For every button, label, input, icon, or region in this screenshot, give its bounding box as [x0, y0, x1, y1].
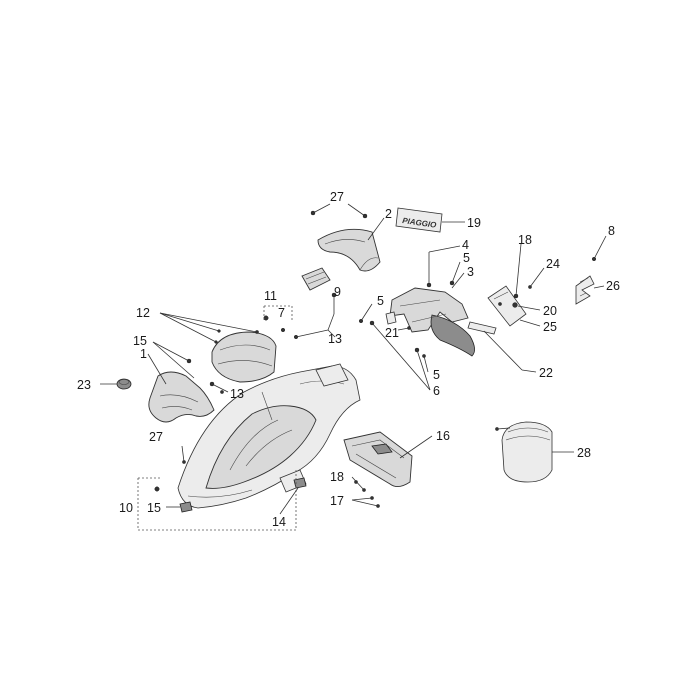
part-cap — [116, 378, 132, 390]
callout-15-low: 15 — [147, 501, 161, 515]
callout-26: 26 — [606, 279, 620, 293]
part-front-shield — [148, 371, 215, 423]
part-rear-cover — [317, 228, 381, 272]
callout-13-top: 13 — [328, 332, 342, 346]
callout-27-top: 27 — [330, 190, 344, 204]
part-side-tray — [343, 431, 413, 487]
callout-22: 22 — [539, 366, 553, 380]
leader-lines — [100, 203, 607, 531]
callout-24: 24 — [546, 257, 560, 271]
part-mudflap — [501, 421, 553, 483]
part-clip-15 — [179, 501, 193, 513]
callout-21: 21 — [385, 326, 399, 340]
callout-labels: 27 2 19 4 5 3 18 24 8 26 20 25 11 7 9 5 … — [77, 190, 620, 529]
part-piaggio-decal: PIAGGIO — [395, 207, 443, 233]
callout-5-top: 5 — [463, 251, 470, 265]
callout-7: 7 — [278, 306, 285, 320]
callout-12: 12 — [136, 306, 150, 320]
callout-4: 4 — [462, 238, 469, 252]
callout-2: 2 — [385, 207, 392, 221]
part-clip-14 — [293, 477, 307, 489]
callout-17: 17 — [330, 494, 344, 508]
callout-25: 25 — [543, 320, 557, 334]
callout-9: 9 — [334, 285, 341, 299]
part-rear-mudguard — [385, 287, 475, 357]
callout-5-mid: 5 — [377, 294, 384, 308]
callout-18-top: 18 — [518, 233, 532, 247]
callout-15-top: 15 — [133, 334, 147, 348]
callout-10: 10 — [119, 501, 133, 515]
part-compartment-lid — [211, 331, 277, 383]
part-small-grille — [301, 267, 331, 291]
callout-18-low: 18 — [330, 470, 344, 484]
callout-1: 1 — [140, 347, 147, 361]
part-reflector-strip — [467, 321, 497, 335]
callout-5-low: 5 — [433, 368, 440, 382]
callout-11: 11 — [264, 289, 277, 303]
callout-19: 19 — [467, 216, 481, 230]
callout-16: 16 — [436, 429, 450, 443]
part-license-plate-holder — [487, 285, 527, 327]
callout-13-mid: 13 — [230, 387, 244, 401]
callout-23: 23 — [77, 378, 91, 392]
callout-27-low: 27 — [149, 430, 163, 444]
callout-20: 20 — [543, 304, 557, 318]
part-light-bracket — [575, 275, 595, 305]
callout-14: 14 — [272, 515, 286, 529]
callout-8: 8 — [608, 224, 615, 238]
callout-6: 6 — [433, 384, 440, 398]
callout-3: 3 — [467, 265, 474, 279]
callout-28: 28 — [577, 446, 591, 460]
part-underseat-storage — [177, 363, 361, 509]
